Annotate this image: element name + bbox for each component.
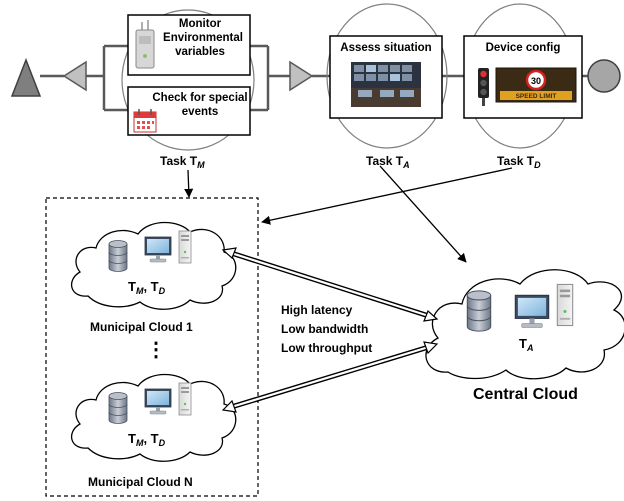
m1-t1: T — [128, 279, 136, 294]
join-gateway-triangle — [289, 60, 314, 92]
calendar-icon — [133, 109, 157, 133]
central-cloud-name: Central Cloud — [473, 386, 578, 403]
end-event-circle — [587, 59, 621, 93]
special-events-label: Check for special events — [150, 91, 250, 119]
task-m-caption: Task TM — [160, 154, 205, 170]
arrow-task-a-to-central — [379, 165, 467, 263]
monitor-line-3: variables — [175, 46, 225, 58]
monitor-line-1: Monitor — [178, 18, 222, 30]
municipal-cloud-1-name: Municipal Cloud 1 — [90, 320, 193, 334]
split-gateway-triangle — [62, 60, 87, 92]
monitor-line-2: Environmental — [163, 32, 243, 44]
control-room-image — [351, 62, 421, 107]
clouds-ellipsis: ⋮ — [146, 339, 166, 361]
task-m-circle — [121, 9, 255, 151]
m1-t2: , T — [143, 279, 159, 294]
municipal-n-tasks: TM, TD — [128, 431, 165, 448]
mn-t2: , T — [143, 431, 159, 446]
computer-tower-icon — [556, 283, 574, 327]
link-properties: High latency Low bandwidth Low throughpu… — [281, 301, 372, 358]
mn-s2: D — [158, 438, 166, 448]
m1-s2: D — [158, 286, 166, 296]
computer-tower-icon — [178, 382, 192, 416]
speed-sign-number: 30 — [531, 76, 541, 86]
start-event-triangle — [10, 57, 42, 97]
speed-limit-sign-icon: 30 SPEED LIMIT — [495, 67, 577, 103]
computer-tower-icon — [178, 230, 192, 264]
task-d-subscript: D — [534, 160, 541, 170]
municipal-1-tasks: TM, TD — [128, 279, 165, 296]
arrow-task-d-to-municipal — [261, 167, 513, 225]
device-config-label: Device config — [485, 42, 561, 54]
database-icon — [108, 240, 128, 272]
task-d-prefix: Task T — [497, 154, 535, 168]
task-a-circle — [326, 3, 448, 149]
mn-s1: M — [135, 438, 144, 448]
central-s: A — [526, 343, 534, 353]
special-line-2: events — [181, 106, 219, 118]
municipal-cloud-1-shape — [70, 221, 237, 310]
arrow-task-m-to-municipal — [184, 169, 194, 198]
link-throughput: Low throughput — [281, 341, 373, 355]
task-a-caption: Task TA — [366, 154, 410, 170]
link-latency: High latency — [281, 303, 353, 317]
task-a-subscript: A — [403, 160, 410, 170]
monitor-task-label: Monitor Environmental variables — [150, 17, 250, 59]
central-t: T — [519, 336, 527, 351]
database-icon — [108, 392, 128, 424]
sensor-device-icon — [135, 20, 155, 69]
task-m-subscript: M — [197, 160, 205, 170]
link-bandwidth: Low bandwidth — [281, 322, 369, 336]
special-line-1: Check for special — [152, 92, 248, 104]
task-a-prefix: Task T — [366, 154, 404, 168]
database-icon — [466, 290, 492, 332]
mn-t1: T — [128, 431, 136, 446]
municipal-clouds-group — [45, 197, 259, 497]
speed-sign-text: SPEED LIMIT — [516, 93, 557, 100]
municipal-cloud-n-shape — [70, 373, 237, 462]
traffic-light-icon — [478, 68, 489, 106]
assess-situation-label: Assess situation — [340, 42, 432, 54]
task-m-prefix: Task T — [160, 154, 198, 168]
municipal-cloud-n-name: Municipal Cloud N — [88, 475, 193, 489]
task-d-caption: Task TD — [497, 154, 541, 170]
m1-s1: M — [135, 286, 144, 296]
central-cloud-task: TA — [519, 336, 533, 353]
link-municipal-n-central — [221, 341, 439, 413]
link-municipal-1-central — [221, 247, 439, 322]
